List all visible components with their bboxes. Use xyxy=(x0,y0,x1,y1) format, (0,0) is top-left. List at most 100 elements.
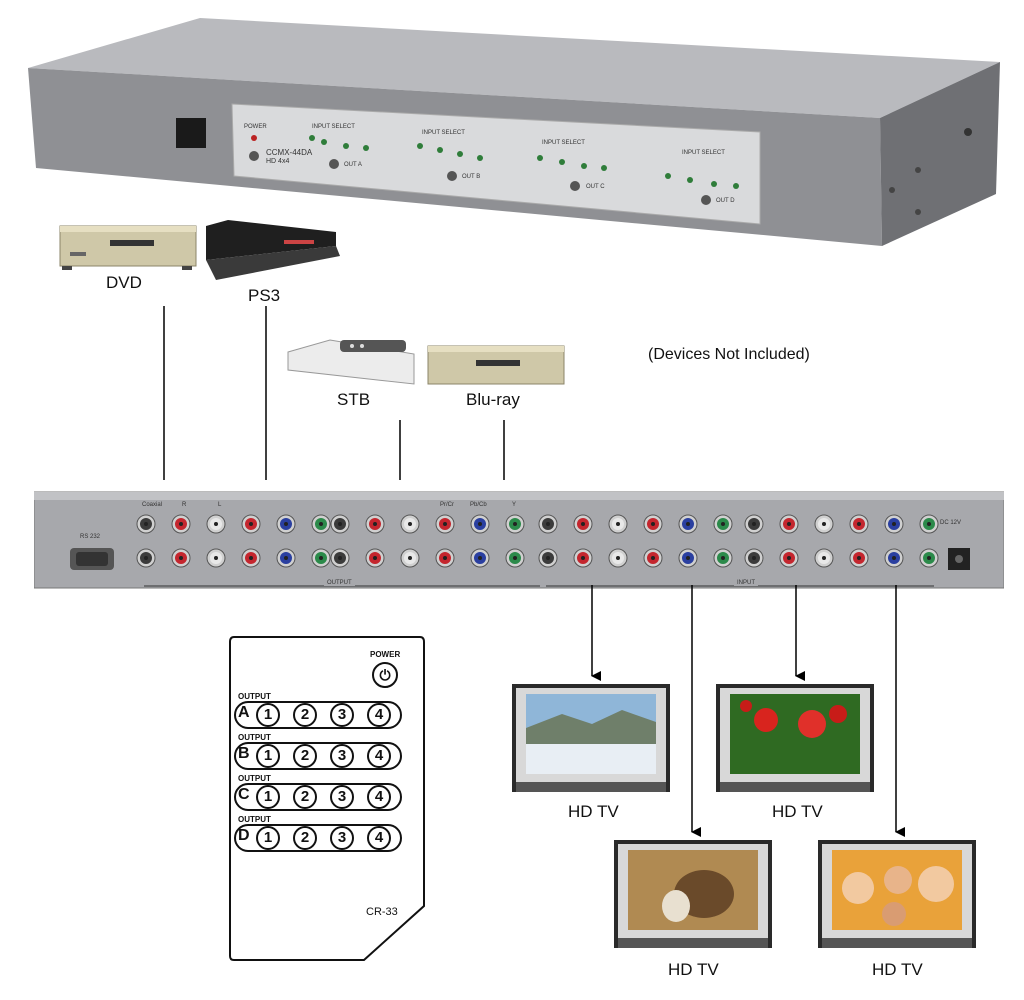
remote-button-a-2[interactable]: 2 xyxy=(293,703,317,727)
input-select-label-a: INPUT SELECT xyxy=(312,124,355,130)
remote-row-letter: D xyxy=(238,827,250,844)
out-b-button[interactable] xyxy=(447,171,457,181)
rca-jack-center xyxy=(857,556,861,560)
hd-tv-3 xyxy=(614,840,772,948)
rca-jack-center xyxy=(144,556,148,560)
remote-row-d xyxy=(234,824,402,852)
rca-jack-center xyxy=(616,556,620,560)
remote-button-d-2[interactable]: 2 xyxy=(293,826,317,850)
rs232-label: RS 232 xyxy=(80,534,101,540)
ir-window xyxy=(176,118,206,148)
rca-jack-center xyxy=(581,556,585,560)
rca-jack-center xyxy=(373,556,377,560)
bluray-label: Blu-ray xyxy=(466,390,520,409)
stb-image xyxy=(287,339,415,385)
out-a-button[interactable] xyxy=(329,159,339,169)
remote-button-b-4[interactable]: 4 xyxy=(367,744,391,768)
remote-output-label: OUTPUT xyxy=(238,815,271,824)
rca-jack-center xyxy=(443,522,447,526)
rca-jack-center xyxy=(616,522,620,526)
connector-label-l: L xyxy=(218,502,222,508)
input-label: INPUT xyxy=(734,580,758,586)
remote-button-d-1[interactable]: 1 xyxy=(256,826,280,850)
power-icon: ⏻ xyxy=(379,667,391,683)
rca-jack-center xyxy=(513,522,517,526)
front-model-sub-label: HD 4x4 xyxy=(266,158,290,165)
rca-jack-center xyxy=(338,522,342,526)
source-devices xyxy=(59,220,565,480)
input-select-label-b: INPUT SELECT xyxy=(422,130,465,136)
front-power-label: POWER xyxy=(244,124,267,130)
remote-button-c-1[interactable]: 1 xyxy=(256,785,280,809)
remote-button-d-3[interactable]: 3 xyxy=(330,826,354,850)
front-model-label: CCMX-44DA xyxy=(266,148,313,157)
rca-jack-center xyxy=(927,522,931,526)
input-select-group-c xyxy=(537,155,607,191)
rca-jack-center xyxy=(513,556,517,560)
remote-row-b xyxy=(234,742,402,770)
remote-power-button[interactable]: ⏻ xyxy=(372,662,398,688)
remote-output-label: OUTPUT xyxy=(238,733,271,742)
rca-jack-center xyxy=(752,522,756,526)
rca-jack-center xyxy=(927,556,931,560)
rca-jack-center xyxy=(581,522,585,526)
remote-row-letter: A xyxy=(238,704,250,721)
rca-jack-center xyxy=(144,522,148,526)
hd-tv-3-label: HD TV xyxy=(668,960,719,979)
connector-label-prcr: Pr/Cr xyxy=(440,502,454,508)
rca-jack-center xyxy=(651,556,655,560)
ps3-label: PS3 xyxy=(248,286,281,305)
remote-button-d-4[interactable]: 4 xyxy=(367,826,391,850)
rca-jack-center xyxy=(214,522,218,526)
connector-label-r: R xyxy=(182,502,187,508)
switch-front-illustration xyxy=(28,18,1000,246)
rca-jack-center xyxy=(651,522,655,526)
input-select-label-c: INPUT SELECT xyxy=(542,140,585,146)
hd-tv-4-label: HD TV xyxy=(872,960,923,979)
hd-tv-2-label: HD TV xyxy=(772,802,823,821)
connector-label-y: Y xyxy=(512,502,517,508)
rca-jack-center xyxy=(686,556,690,560)
rca-jack-center xyxy=(179,522,183,526)
remote-output-label: OUTPUT xyxy=(238,692,271,701)
output-label: OUTPUT xyxy=(324,580,355,586)
rca-jack-center xyxy=(721,522,725,526)
rca-jack-center xyxy=(338,556,342,560)
remote-button-b-1[interactable]: 1 xyxy=(256,744,280,768)
rca-jack-center xyxy=(478,556,482,560)
rca-jack-center xyxy=(443,556,447,560)
remote-row-c xyxy=(234,783,402,811)
remote-button-a-3[interactable]: 3 xyxy=(330,703,354,727)
rca-jack-center xyxy=(478,522,482,526)
connector-label-pbcb: Pb/Cb xyxy=(470,502,487,508)
remote-button-b-3[interactable]: 3 xyxy=(330,744,354,768)
out-c-button[interactable] xyxy=(570,181,580,191)
rca-jack-center xyxy=(686,522,690,526)
remote-button-c-3[interactable]: 3 xyxy=(330,785,354,809)
rca-jack-center xyxy=(892,522,896,526)
out-b-label: OUT B xyxy=(462,174,481,180)
remote-row-letter: B xyxy=(238,745,250,762)
bluray-player-image xyxy=(427,345,565,385)
remote-row-a xyxy=(234,701,402,729)
out-d-button[interactable] xyxy=(701,195,711,205)
rca-jack-center xyxy=(408,556,412,560)
rca-jack-center xyxy=(857,522,861,526)
rca-jack-center xyxy=(249,522,253,526)
rca-jack-center xyxy=(721,556,725,560)
rca-jack-center xyxy=(787,556,791,560)
rca-jack-center xyxy=(892,556,896,560)
rca-jack-center xyxy=(179,556,183,560)
remote-button-a-1[interactable]: 1 xyxy=(256,703,280,727)
front-power-button[interactable] xyxy=(249,151,259,161)
rca-jack-center xyxy=(787,522,791,526)
remote-button-b-2[interactable]: 2 xyxy=(293,744,317,768)
remote-button-c-2[interactable]: 2 xyxy=(293,785,317,809)
remote-button-c-4[interactable]: 4 xyxy=(367,785,391,809)
input-select-group-b xyxy=(417,143,483,181)
remote-button-a-4[interactable]: 4 xyxy=(367,703,391,727)
rca-jack-center xyxy=(214,556,218,560)
rca-jack-center xyxy=(408,522,412,526)
rca-jack-center xyxy=(822,522,826,526)
